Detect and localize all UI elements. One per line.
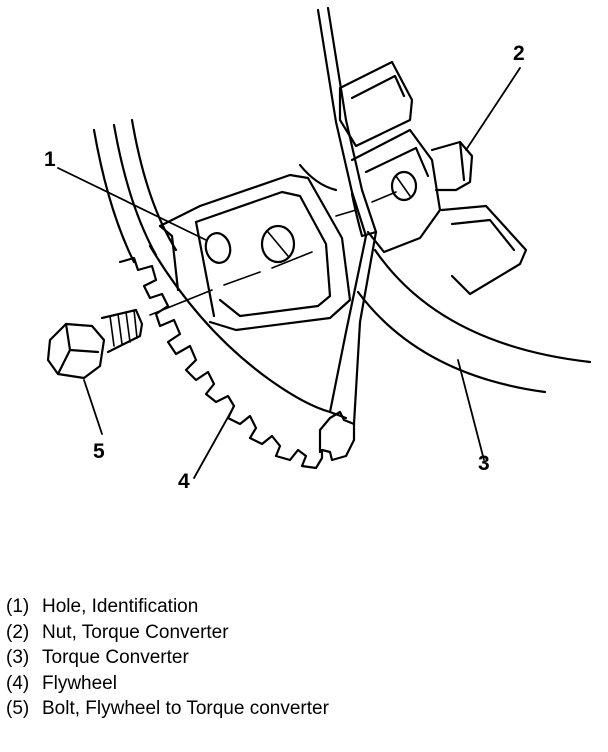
legend-number: (3) bbox=[6, 647, 30, 669]
callout-5: 5 bbox=[93, 440, 105, 463]
legend-item: (2) Nut, Torque Converter bbox=[6, 620, 329, 646]
converter-pad bbox=[158, 173, 352, 332]
legend-item: (1) Hole, Identification bbox=[6, 594, 329, 620]
legend-number: (5) bbox=[6, 698, 30, 720]
legend-item: (3) Torque Converter bbox=[6, 645, 329, 671]
legend-number: (4) bbox=[6, 672, 30, 694]
legend-text: Torque Converter bbox=[42, 647, 189, 669]
torque-converter bbox=[298, 6, 592, 394]
parts-legend: (1) Hole, Identification (2) Nut, Torque C… bbox=[6, 594, 329, 722]
flywheel bbox=[92, 118, 356, 470]
legend-text: Flywheel bbox=[42, 672, 117, 694]
legend-number: (2) bbox=[6, 621, 30, 643]
flywheel-diagram bbox=[46, 6, 592, 479]
flexplate-arm bbox=[318, 230, 378, 454]
nut-hole bbox=[390, 170, 418, 202]
flywheel-bolt bbox=[46, 308, 144, 380]
callout-1: 1 bbox=[44, 148, 56, 171]
legend-item: (4) Flywheel bbox=[6, 671, 329, 697]
callout-2: 2 bbox=[513, 42, 525, 65]
legend-text: Bolt, Flywheel to Torque converter bbox=[42, 698, 329, 720]
legend-item: (5) Bolt, Flywheel to Torque converter bbox=[6, 696, 329, 722]
pad-bolt-hole bbox=[260, 224, 296, 264]
ring-gear-teeth bbox=[118, 256, 356, 470]
alignment-line bbox=[149, 191, 397, 316]
legend-text: Nut, Torque Converter bbox=[42, 621, 229, 643]
callout-3: 3 bbox=[478, 452, 490, 475]
legend-number: (1) bbox=[6, 596, 30, 617]
legend-text: Hole, Identification bbox=[42, 596, 199, 617]
callout-4: 4 bbox=[178, 470, 190, 493]
torque-converter-nut bbox=[338, 60, 528, 296]
leader-lines bbox=[57, 67, 521, 479]
identification-hole bbox=[204, 232, 232, 264]
